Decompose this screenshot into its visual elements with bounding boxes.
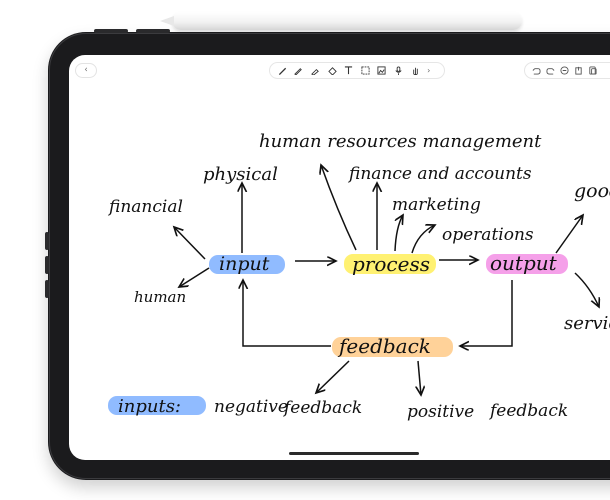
pen-icon[interactable] <box>278 66 287 75</box>
arrow-output-to-goods <box>555 215 583 254</box>
image-icon[interactable] <box>377 66 386 75</box>
lasso-icon[interactable] <box>361 66 370 75</box>
marker-icon[interactable] <box>311 66 320 75</box>
label-negative-feedback: feedback <box>282 398 362 418</box>
side-button-1 <box>45 232 49 250</box>
home-indicator <box>289 452 419 455</box>
stylus-pencil <box>160 12 522 30</box>
side-button-2 <box>45 256 49 274</box>
label-positive-feedback: feedback <box>488 401 568 421</box>
arrow-feedback-to-input <box>243 280 331 347</box>
handwritten-process-diagram[interactable]: human resources management physical fina… <box>69 55 610 460</box>
back-button[interactable]: ‹ <box>75 63 97 78</box>
label-negative: negative <box>214 397 288 417</box>
label-finance-and-accounts: finance and accounts <box>347 164 532 184</box>
arrow-process-to-marketing <box>394 215 403 252</box>
feedback-highlight <box>332 337 453 357</box>
side-button-3 <box>45 280 49 298</box>
label-financial: financial <box>107 197 183 217</box>
redo-icon[interactable] <box>546 66 555 75</box>
more-tools-icon[interactable]: › <box>427 66 431 75</box>
more-circle-icon[interactable] <box>560 66 569 75</box>
arrow-process-to-operations <box>411 225 435 254</box>
arrow-input-to-financial <box>174 227 206 260</box>
label-positive: positive <box>407 402 474 422</box>
arrow-feedback-to-negative <box>316 360 350 393</box>
label-human: human <box>134 288 186 306</box>
pencil-icon[interactable] <box>294 66 303 75</box>
arrow-output-to-services <box>574 272 599 307</box>
volume-button-top <box>94 29 128 33</box>
arrow-process-to-hr <box>321 165 357 251</box>
label-operations: operations <box>442 225 534 245</box>
document-actions-bar <box>524 62 610 79</box>
arrow-feedback-to-positive <box>418 360 421 395</box>
label-human-resources-management: human resources management <box>259 131 542 152</box>
label-input: input <box>219 253 270 275</box>
mic-icon[interactable] <box>394 66 403 75</box>
drawing-toolbar: › <box>269 62 445 79</box>
input-highlight <box>209 255 285 274</box>
text-icon[interactable] <box>344 66 353 75</box>
label-services: servic <box>564 313 610 334</box>
pages-icon[interactable] <box>588 66 597 75</box>
inputs-highlight <box>108 396 206 415</box>
label-marketing: marketing <box>392 195 481 215</box>
share-icon[interactable] <box>574 66 583 75</box>
label-process: process <box>352 252 430 276</box>
label-output: output <box>490 251 558 275</box>
eraser-icon[interactable] <box>327 66 337 75</box>
volume-button-top-2 <box>136 29 170 33</box>
label-inputs: inputs: <box>118 396 181 417</box>
arrow-output-to-feedback <box>460 280 513 346</box>
process-highlight <box>344 254 436 274</box>
hand-icon[interactable] <box>411 66 420 75</box>
arrow-input-to-human <box>179 267 210 287</box>
label-feedback: feedback <box>337 334 431 358</box>
notes-screen: ‹ › <box>69 55 610 460</box>
undo-icon[interactable] <box>532 66 541 75</box>
label-physical: physical <box>203 164 278 185</box>
ipad-edge <box>49 33 610 479</box>
label-goods: good <box>574 180 610 202</box>
output-highlight <box>486 254 568 274</box>
pencil-tip <box>160 16 174 26</box>
